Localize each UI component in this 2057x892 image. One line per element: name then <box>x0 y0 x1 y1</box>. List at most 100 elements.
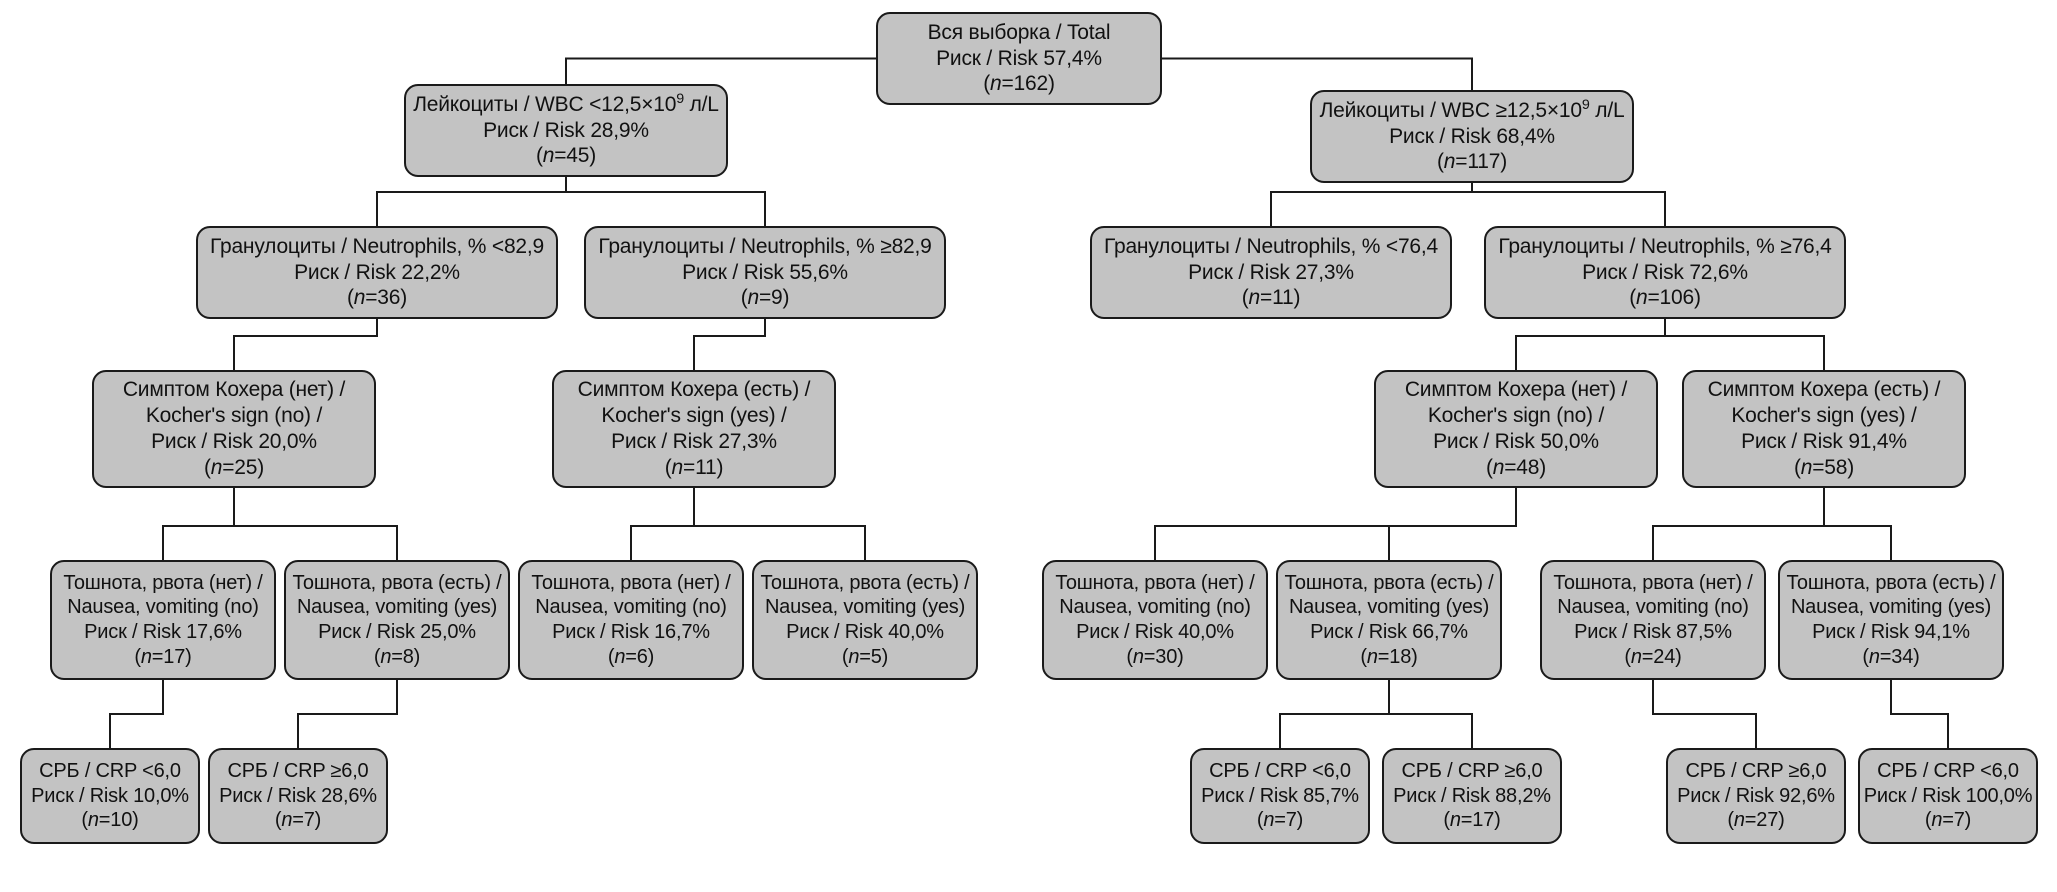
node-line: Риск / Risk 40,0% <box>1076 621 1234 643</box>
edge-wbc-hi-to-neu-hi-hi <box>1471 183 1666 226</box>
node-line: Риск / Risk 10,0% <box>31 784 189 807</box>
node-line: Симптом Кохера (нет) / <box>1404 378 1628 402</box>
edge-nv-2-to-crp-2 <box>297 680 398 748</box>
node-line: Nausea, vomiting (no) <box>67 596 259 619</box>
tree-node-koch-b: Симптом Кохера (есть) /Kocher's sign (ye… <box>552 370 836 488</box>
node-sample-size: (n=17) <box>134 645 192 668</box>
tree-node-nv-3: Тошнота, рвота (нет) /Nausea, vomiting (… <box>518 560 744 680</box>
node-line: Тошнота, рвота (нет) / <box>1055 571 1255 594</box>
node-sample-size: (n=25) <box>203 455 265 479</box>
node-sample-size: (n=11) <box>664 455 724 479</box>
node-sample-size: (n=9) <box>740 286 790 310</box>
node-sample-size: (n=7) <box>1256 809 1304 832</box>
node-sample-size: (n=45) <box>535 144 597 168</box>
tree-node-koch-a: Симптом Кохера (нет) /Kocher's sign (no)… <box>92 370 376 488</box>
tree-node-koch-d: Симптом Кохера (есть) /Kocher's sign (ye… <box>1682 370 1966 488</box>
node-line: Kocher's sign (no) / <box>145 404 323 428</box>
edge-neu-lo-lo-to-koch-a <box>233 319 378 370</box>
node-line: Риск / Risk 88,2% <box>1393 784 1551 807</box>
tree-node-nv-2: Тошнота, рвота (есть) /Nausea, vomiting … <box>284 560 510 680</box>
node-line: Симптом Кохера (есть) / <box>1707 378 1941 402</box>
node-line: Kocher's sign (no) / <box>1427 404 1605 428</box>
node-line: Симптом Кохера (есть) / <box>577 378 811 402</box>
node-line: Риск / Risk 85,7% <box>1201 784 1359 807</box>
edge-nv-6-to-crp-4 <box>1388 680 1473 748</box>
node-line: Тошнота, рвота (есть) / <box>760 571 970 594</box>
node-sample-size: (n=30) <box>1126 645 1184 668</box>
edge-neu-lo-hi-to-koch-b <box>693 319 766 370</box>
node-sample-size: (n=10) <box>81 809 139 832</box>
edge-nv-8-to-crp-6 <box>1890 680 1949 748</box>
node-sample-size: (n=58) <box>1793 455 1855 479</box>
node-sample-size: (n=11) <box>1241 286 1301 310</box>
node-sample-size: (n=8) <box>373 645 421 668</box>
node-line: СРБ / CRP <6,0 <box>39 760 181 783</box>
node-sample-size: (n=7) <box>274 809 322 832</box>
edge-nv-6-to-crp-3 <box>1279 680 1390 748</box>
node-sample-size: (n=7) <box>1924 809 1972 832</box>
node-line: Риск / Risk 66,7% <box>1310 621 1468 643</box>
node-line: Риск / Risk 87,5% <box>1574 621 1732 643</box>
edge-neu-hi-hi-to-koch-c <box>1515 319 1666 370</box>
edge-koch-c-to-nv-6 <box>1388 488 1517 560</box>
node-sample-size: (n=18) <box>1360 645 1418 668</box>
node-line: СРБ / CRP ≥6,0 <box>1685 760 1827 783</box>
node-line: Риск / Risk 28,6% <box>219 784 377 807</box>
node-line: СРБ / CRP <6,0 <box>1209 760 1351 783</box>
node-line: Nausea, vomiting (yes) <box>1288 596 1490 619</box>
node-line: Гранулоциты / Neutrophils, % <82,9 <box>209 234 545 258</box>
node-line: Риск / Risk 16,7% <box>552 621 710 643</box>
edge-koch-a-to-nv-2 <box>233 488 398 560</box>
node-line: Kocher's sign (yes) / <box>601 404 787 428</box>
node-line: Риск / Risk 22,2% <box>294 260 460 284</box>
node-line: Риск / Risk 55,6% <box>682 260 848 284</box>
node-line: Nausea, vomiting (no) <box>1059 596 1251 619</box>
node-line: Тошнота, рвота (есть) / <box>1786 571 1996 594</box>
node-sample-size: (n=117) <box>1436 150 1508 174</box>
node-line: Риск / Risk 68,4% <box>1389 124 1555 148</box>
edge-nv-7-to-crp-5 <box>1652 680 1757 748</box>
node-sample-size: (n=48) <box>1485 455 1547 479</box>
node-sample-size: (n=6) <box>607 645 655 668</box>
tree-node-nv-1: Тошнота, рвота (нет) /Nausea, vomiting (… <box>50 560 276 680</box>
node-sample-size: (n=17) <box>1443 809 1501 832</box>
node-sample-size: (n=36) <box>346 286 408 310</box>
node-line: Тошнота, рвота (есть) / <box>1284 571 1494 594</box>
node-line: Лейкоциты / WBC <12,5×109 л/L <box>413 90 719 116</box>
node-line: Nausea, vomiting (yes) <box>764 596 966 619</box>
node-line: СРБ / CRP ≥6,0 <box>227 760 369 783</box>
edge-koch-b-to-nv-3 <box>630 488 695 560</box>
node-line: Риск / Risk 50,0% <box>1433 430 1599 453</box>
edge-koch-d-to-nv-7 <box>1652 488 1825 560</box>
node-line: Риск / Risk 72,6% <box>1582 260 1748 284</box>
node-line: Риск / Risk 94,1% <box>1812 621 1970 643</box>
edge-koch-a-to-nv-1 <box>162 488 235 560</box>
tree-node-nv-6: Тошнота, рвота (есть) /Nausea, vomiting … <box>1276 560 1502 680</box>
node-line: Nausea, vomiting (no) <box>1557 596 1749 619</box>
node-sample-size: (n=106) <box>1629 286 1701 310</box>
edge-neu-hi-hi-to-koch-d <box>1664 319 1825 370</box>
node-sample-size: (n=5) <box>841 645 889 668</box>
node-line: Риск / Risk 25,0% <box>318 621 476 643</box>
edge-koch-d-to-nv-8 <box>1823 488 1892 560</box>
node-line: Риск / Risk 17,6% <box>84 621 242 643</box>
tree-node-nv-7: Тошнота, рвота (нет) /Nausea, vomiting (… <box>1540 560 1766 680</box>
node-line: Тошнота, рвота (есть) / <box>292 571 502 594</box>
node-line: Риск / Risk 91,4% <box>1741 430 1907 453</box>
node-line: Nausea, vomiting (yes) <box>296 596 498 619</box>
node-line: Kocher's sign (yes) / <box>1731 404 1917 428</box>
node-line: СРБ / CRP ≥6,0 <box>1401 760 1543 783</box>
edge-root-to-wbc-hi <box>1162 57 1473 90</box>
edge-nv-1-to-crp-1 <box>109 680 164 748</box>
